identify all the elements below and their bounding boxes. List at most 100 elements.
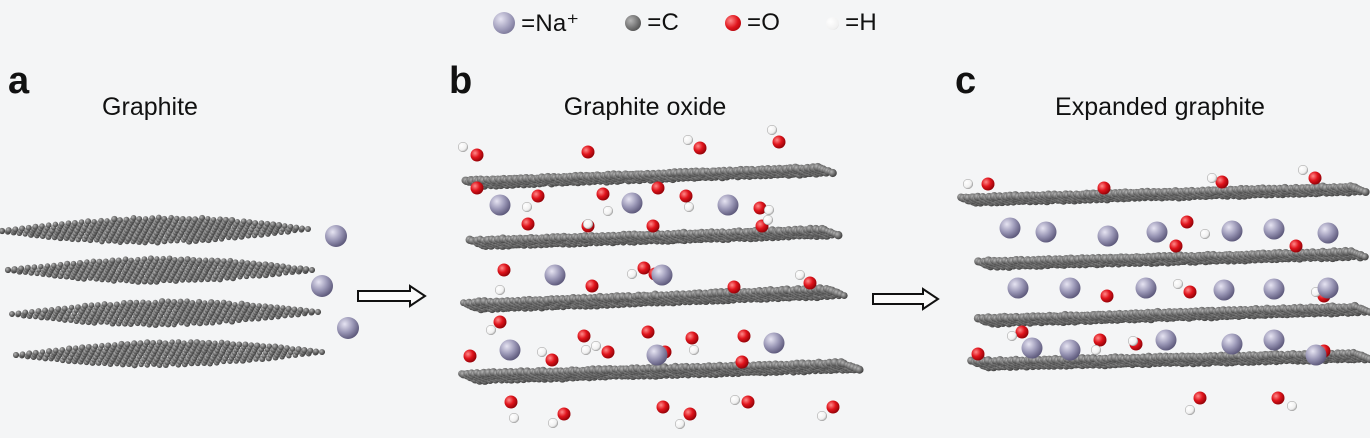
hydroxyl-group [735, 355, 749, 369]
sodium-ion [999, 217, 1021, 239]
graphene-sheet [0, 214, 311, 246]
sodium-ion [311, 275, 333, 297]
sodium-ion [651, 264, 673, 286]
hydroxyl-group [1289, 239, 1303, 253]
hydroxyl-group [585, 279, 599, 293]
panel-title-graphite: Graphite [102, 93, 198, 121]
hydroxyl-group [457, 141, 484, 162]
hydroxyl-group [521, 189, 545, 213]
sodium-ion [325, 225, 347, 247]
sodium-ion [1221, 220, 1243, 242]
legend-item-sodium: =Na⁺ [493, 9, 579, 38]
graphene-sheet [9, 298, 322, 328]
hydroxyl-group [682, 134, 707, 155]
hydroxyl-group [679, 189, 695, 213]
sodium-ion [646, 344, 668, 366]
hydroxyl-group [962, 177, 995, 191]
hydroxyl-group [485, 315, 507, 336]
arrow-right-icon [872, 287, 940, 311]
hydroxyl-group [737, 329, 751, 343]
atom-legend: =Na⁺ =C =O =H [0, 6, 1370, 40]
hydroxyl-group [596, 187, 614, 217]
sodium-ion [1263, 218, 1285, 240]
process-arrows [357, 284, 940, 311]
legend-label: =Na⁺ [521, 9, 580, 37]
legend-label: =C [647, 9, 680, 36]
graphene-sheet [465, 224, 843, 250]
hydroxyl-group [521, 217, 535, 231]
hydroxyl-group [656, 400, 670, 414]
hydroxyl-group [1271, 391, 1298, 412]
panel-letter-b: b [449, 60, 473, 102]
hydroxyl-group [1297, 164, 1322, 185]
hydroxyl-group [641, 325, 655, 339]
hydroxyl-group [1169, 239, 1183, 253]
graphene-sheet [974, 246, 1369, 271]
oxygen-atom-icon [725, 15, 742, 31]
hydroxyl-group [1006, 325, 1029, 342]
sodium-ion [1007, 277, 1029, 299]
hydroxyl-group [753, 201, 775, 216]
hydroxyl-group [651, 181, 665, 195]
hydroxyl-group [816, 400, 840, 422]
hydroxyl-group [646, 219, 660, 233]
hydroxyl-group [755, 214, 774, 233]
graphene-sheet [12, 339, 325, 369]
graphene-sheets [0, 162, 1370, 385]
sodium-ion [1317, 277, 1339, 299]
sodium-ion [1155, 329, 1177, 351]
sodium-ion [1263, 278, 1285, 300]
hydroxyl-group [971, 347, 985, 361]
legend-label: =O [747, 9, 781, 36]
sodium-ion-icon [493, 12, 516, 34]
panel-letter-c: c [955, 60, 977, 102]
hydroxyl-group [494, 263, 511, 296]
graphene-sheet [957, 182, 1370, 207]
hydroxyl-group [766, 124, 786, 149]
hydrogen-atom-icon [826, 16, 840, 30]
sodium-ion [1221, 333, 1243, 355]
arrow-right-icon [357, 284, 427, 308]
oxygen-functional-groups [457, 124, 1331, 430]
sodium-ion [499, 339, 521, 361]
hydroxyl-group [463, 349, 477, 363]
sodium-ion [1097, 225, 1119, 247]
sodium-ion [337, 317, 359, 339]
legend-item-hydrogen: =H [826, 9, 877, 37]
graphene-sheet [973, 301, 1370, 328]
hydroxyl-group [581, 218, 595, 233]
hydroxyl-group [590, 340, 615, 359]
hydroxyl-group [1100, 289, 1114, 303]
hydroxyl-group [1097, 181, 1111, 195]
hydroxyl-group [577, 329, 592, 356]
hydroxyl-group [504, 395, 520, 424]
sodium-ion [1317, 222, 1339, 244]
sodium-ions [311, 192, 1339, 366]
sodium-ion [717, 194, 739, 216]
sodium-ion [1059, 277, 1081, 299]
sodium-ion [763, 332, 785, 354]
hydroxyl-group [729, 394, 755, 409]
hydroxyl-group [727, 280, 741, 294]
sodium-ion [621, 192, 643, 214]
hydroxyl-group [470, 181, 484, 195]
hydroxyl-group [1172, 278, 1197, 299]
graphene-sheet [461, 162, 837, 190]
graphene-sheet [4, 255, 316, 285]
sodium-ion [1059, 339, 1081, 361]
panel-title-expanded-graphite: Expanded graphite [1055, 93, 1265, 121]
hydroxyl-group [547, 407, 571, 429]
sodium-ion [1305, 344, 1327, 366]
legend-item-oxygen: =O [725, 9, 780, 37]
hydroxyl-group [1090, 333, 1107, 356]
hydroxyl-group [674, 407, 697, 430]
hydroxyl-group [1127, 335, 1143, 351]
sodium-ion [1035, 221, 1057, 243]
sodium-ion [1135, 277, 1157, 299]
sodium-ion [489, 194, 511, 216]
graphene-sheet [460, 284, 848, 314]
panel-title-graphite-oxide: Graphite oxide [563, 93, 727, 121]
hydroxyl-group [1184, 391, 1207, 416]
sodium-ion [1021, 337, 1043, 359]
